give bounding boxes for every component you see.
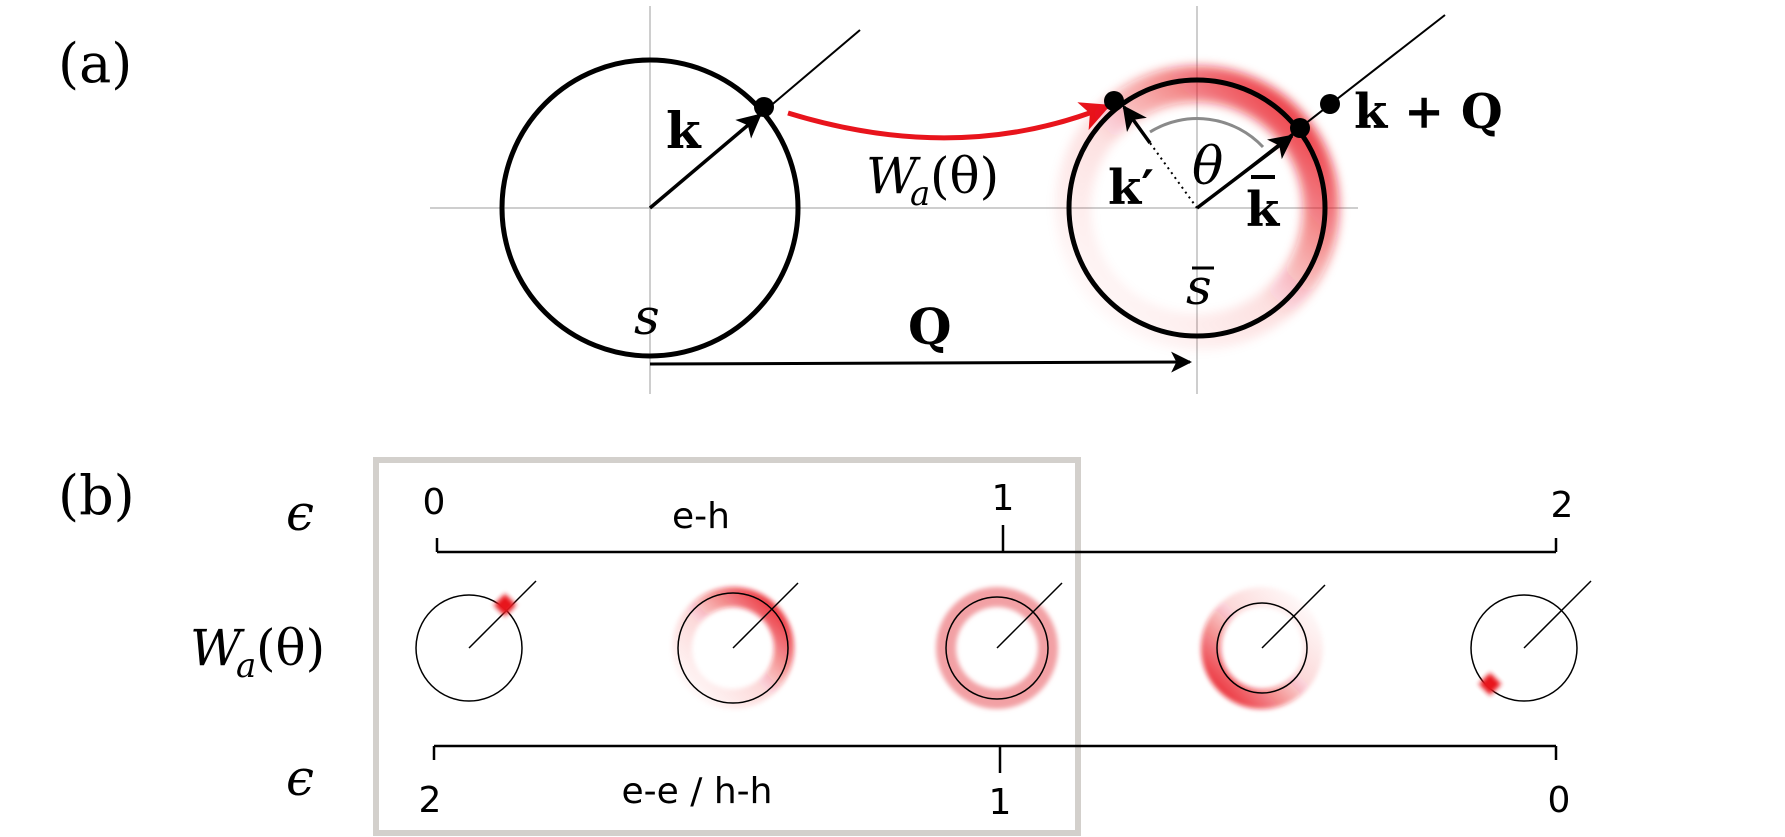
k-point: [754, 97, 774, 117]
epsilon-label-bottom: ϵ: [286, 749, 314, 807]
q-label: Q: [908, 297, 952, 356]
bottom-tick-2: 2: [419, 780, 442, 821]
top-tick-0: 0: [423, 482, 446, 523]
bottom-energy-axis: [432, 744, 1558, 773]
k-bar-point: [1290, 118, 1310, 138]
k-bar-vector-arrow: [1195, 134, 1294, 210]
bottom-region-label: e-e / h-h: [622, 771, 773, 812]
s-label: s: [634, 288, 660, 346]
s-bar-label: s: [1186, 258, 1214, 316]
scattering-weight-halo: [1055, 66, 1339, 350]
svg-text:W: W: [866, 147, 921, 205]
svg-text:(θ): (θ): [256, 619, 325, 677]
scattering-rate-label: W a (θ): [866, 147, 999, 214]
k-prime-point: [1104, 91, 1124, 111]
bottom-tick-1: 1: [989, 782, 1012, 823]
k-plus-q-point: [1320, 94, 1340, 114]
bottom-tick-0: 0: [1548, 780, 1571, 821]
theta-arc: [1149, 117, 1265, 149]
svg-text:W: W: [190, 619, 245, 677]
top-energy-axis: [435, 525, 1558, 554]
top-tick-2: 2: [1551, 485, 1574, 526]
w-row-label: W a (θ): [190, 619, 325, 686]
epsilon-label-top: ϵ: [286, 484, 314, 542]
k-prime-arrow: [1122, 105, 1152, 145]
theta-label: θ: [1192, 137, 1223, 197]
k-prime-label: k′: [1108, 160, 1154, 216]
fermi-circle-s: [499, 57, 801, 359]
k-plus-q-label: k + Q: [1354, 84, 1503, 140]
q-vector-arrow: [649, 351, 1193, 373]
svg-text:a: a: [910, 174, 930, 214]
top-tick-1: 1: [992, 478, 1015, 519]
panel-b-label: (b): [58, 464, 135, 527]
k-bar-label: k: [1246, 175, 1281, 238]
top-region-label: e-h: [672, 496, 730, 537]
k-label: k: [666, 101, 702, 160]
svg-text:a: a: [236, 646, 256, 686]
weight-profile-4: [1201, 584, 1326, 709]
k-vector-arrow: [648, 113, 762, 210]
weight-profile-5: [1470, 580, 1592, 702]
weight-profile-2: [672, 582, 799, 709]
svg-text:(θ): (θ): [930, 147, 999, 205]
weight-profile-3: [936, 582, 1063, 709]
panel-a-label: (a): [58, 32, 132, 95]
k-prime-dotted-line: [1131, 117, 1198, 209]
e-h-region-frame: [373, 457, 1081, 836]
weight-profile-1: [415, 580, 537, 702]
fermi-circle-s-bar: [1066, 77, 1328, 339]
scattering-arrow: [787, 102, 1111, 141]
svg-text:k: k: [1246, 182, 1281, 238]
